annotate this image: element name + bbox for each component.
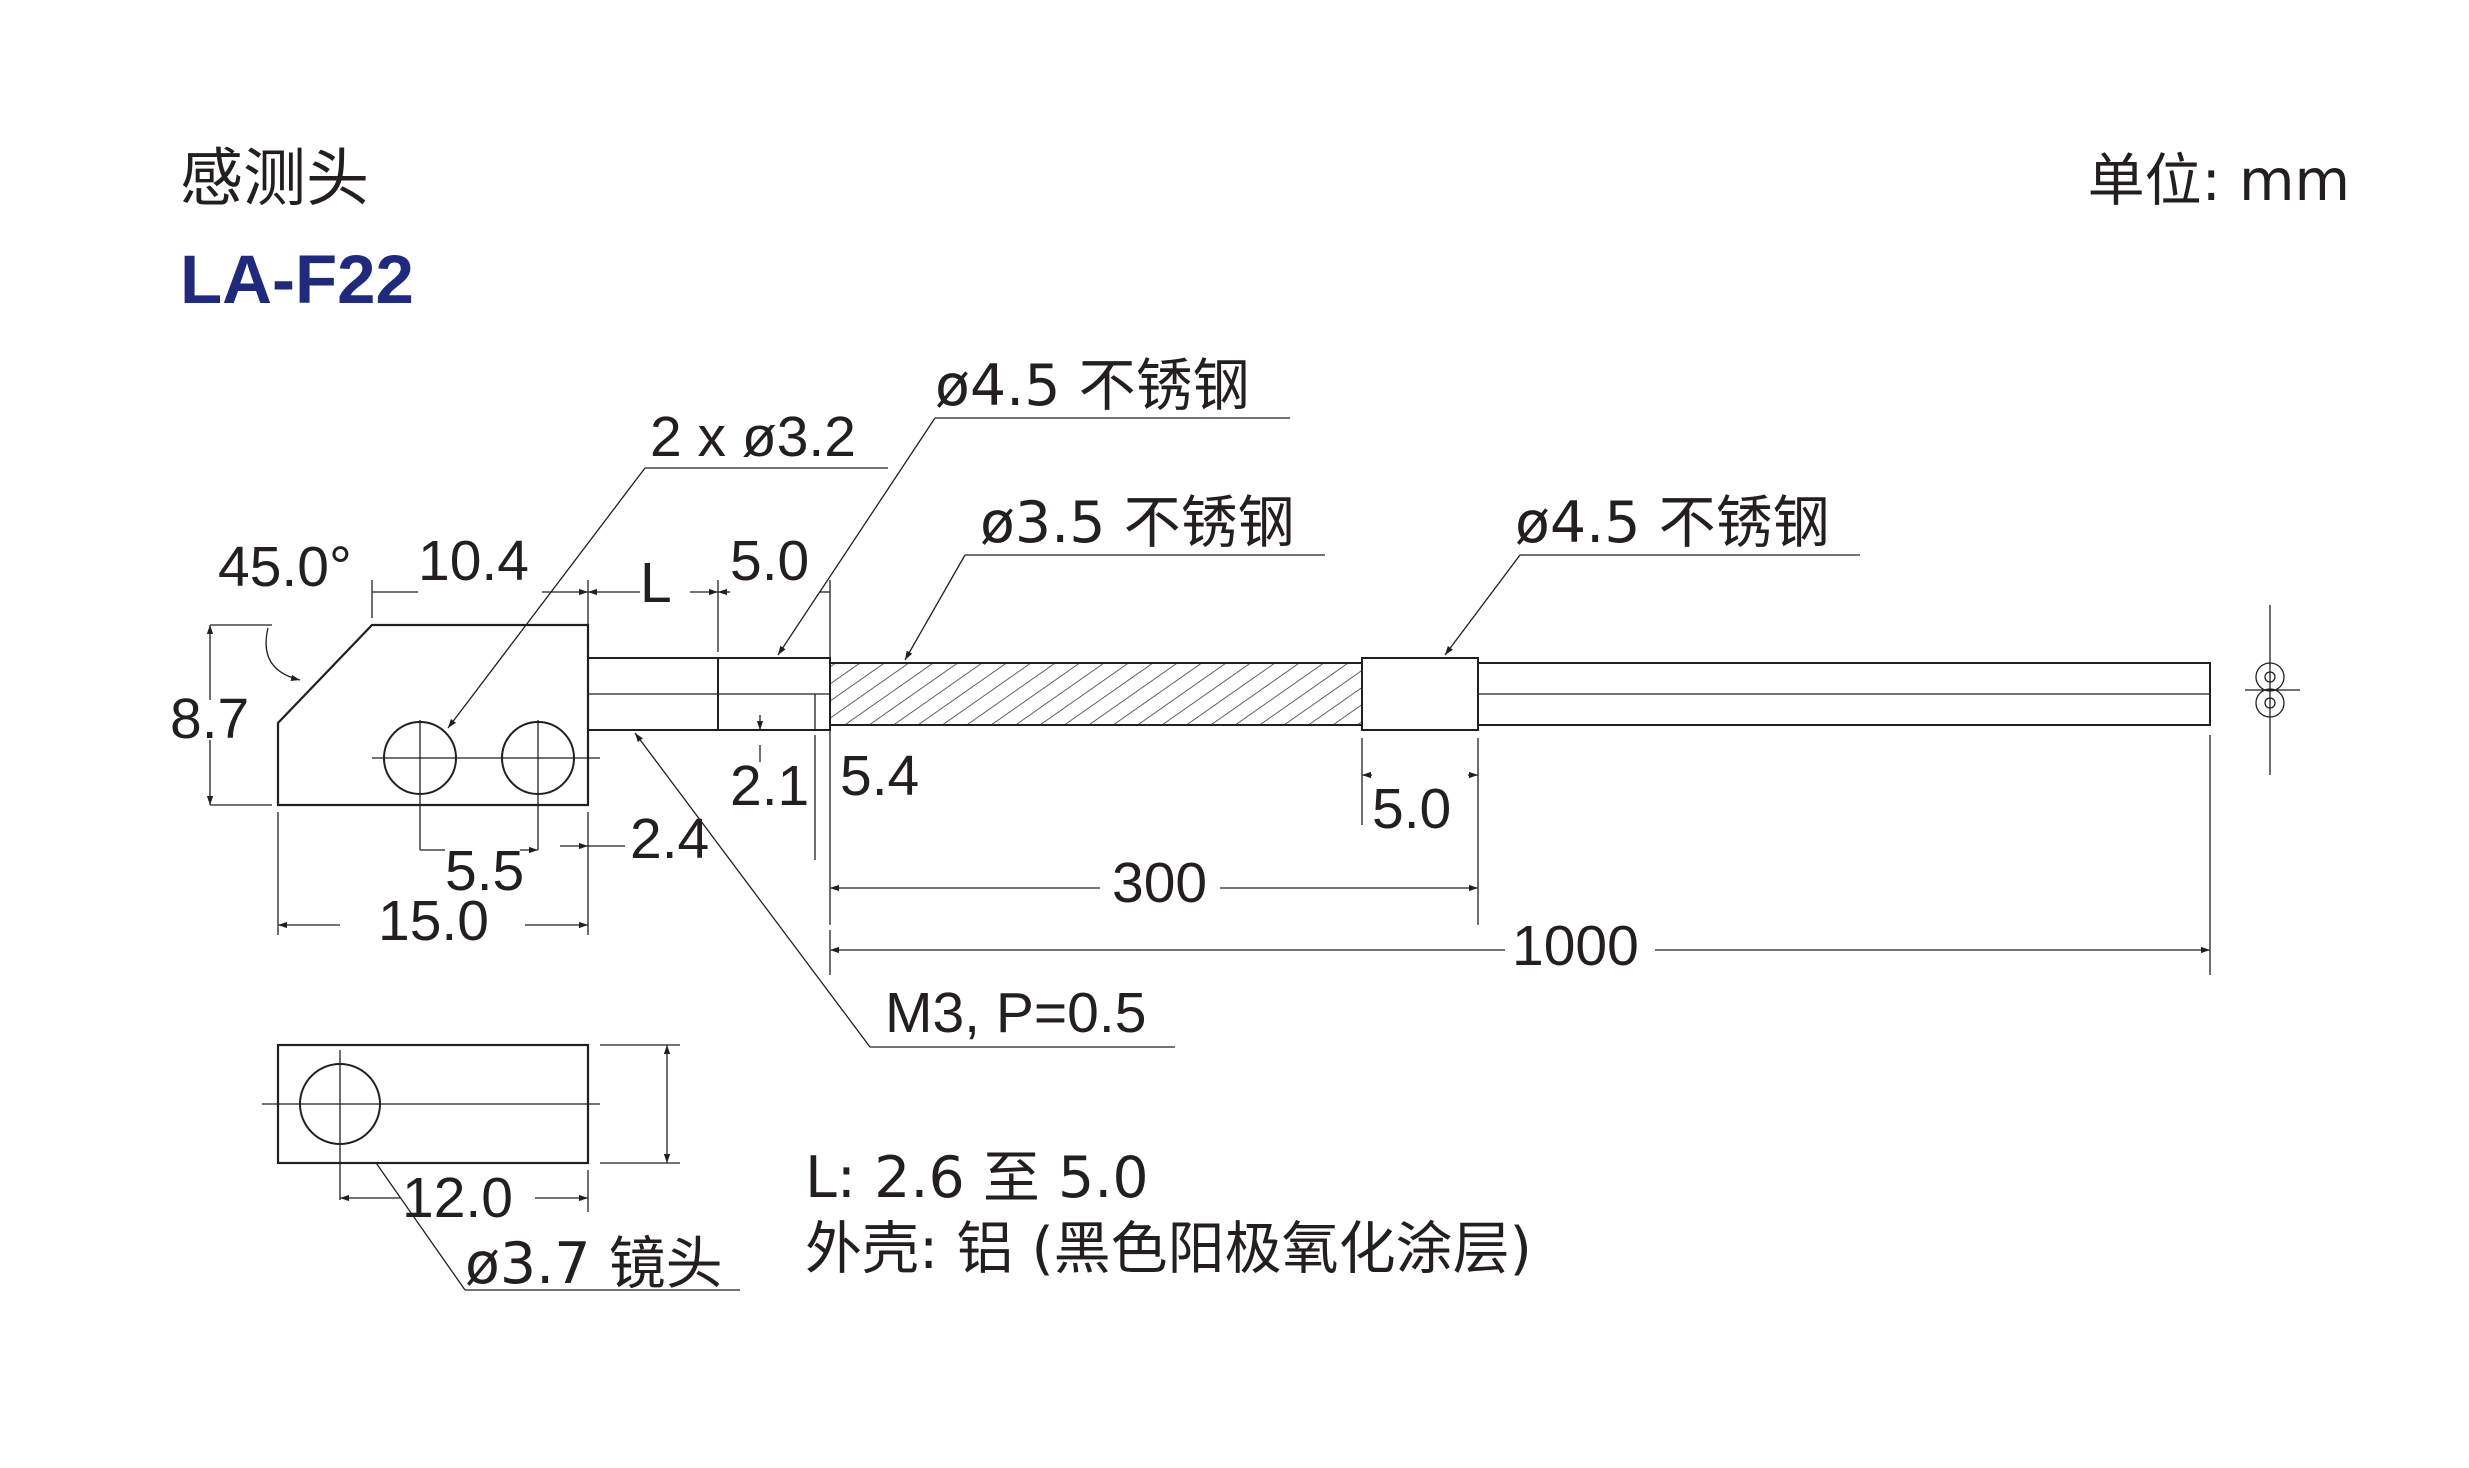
dim-5-0-sleeve: 5.0 (1372, 777, 1451, 841)
callout-labels: ø4.5 不锈钢 2 x ø3.2 ø3.5 不锈钢 ø4.5 不锈钢 M3, … (465, 353, 1830, 1297)
dimension-labels: 45.0° 10.4 L 5.0 8.7 2.1 5.4 2.4 5.5 15.… (170, 529, 1639, 1230)
callout-tube-end: ø4.5 不锈钢 (1515, 490, 1830, 556)
dim-12-0: 12.0 (402, 1166, 513, 1230)
callout-holes: 2 x ø3.2 (650, 405, 856, 469)
dim-10-4: 10.4 (418, 529, 529, 593)
note-housing: 外壳: 铝 (黑色阳极氧化涂层) (805, 1216, 1532, 1282)
model-name: LA-F22 (180, 241, 414, 318)
callout-thread: M3, P=0.5 (885, 981, 1146, 1045)
dim-2-1: 2.1 (730, 754, 809, 818)
callout-lens: ø3.7 镜头 (465, 1231, 723, 1297)
note-length: L: 2.6 至 5.0 (805, 1145, 1149, 1211)
dimension-lines (206, 580, 2211, 975)
notes: L: 2.6 至 5.0 外壳: 铝 (黑色阳极氧化涂层) (805, 1145, 1532, 1282)
dim-5-0-top: 5.0 (730, 529, 809, 593)
dim-15-0: 15.0 (378, 889, 489, 953)
dim-5-4: 5.4 (840, 744, 919, 808)
page-title: 感测头 (180, 142, 369, 215)
dim-angle: 45.0° (218, 535, 352, 599)
dim-1000: 1000 (1512, 914, 1639, 978)
tube-assembly (587, 657, 2211, 731)
callout-tube-tip: ø4.5 不锈钢 (935, 353, 1250, 419)
dim-8-7: 8.7 (170, 687, 249, 751)
leader-lines (359, 417, 1860, 1291)
dim-2-4: 2.4 (630, 807, 709, 871)
end-view (2245, 605, 2300, 775)
callout-tube-mid: ø3.5 不锈钢 (980, 490, 1295, 556)
sensor-head-side (276, 623, 600, 850)
dim-300: 300 (1112, 851, 1207, 915)
dim-5-5: 5.5 (445, 839, 524, 903)
sensor-head-front (262, 1043, 680, 1212)
dim-L: L (640, 551, 672, 615)
unit-label: 单位: mm (2088, 148, 2350, 214)
